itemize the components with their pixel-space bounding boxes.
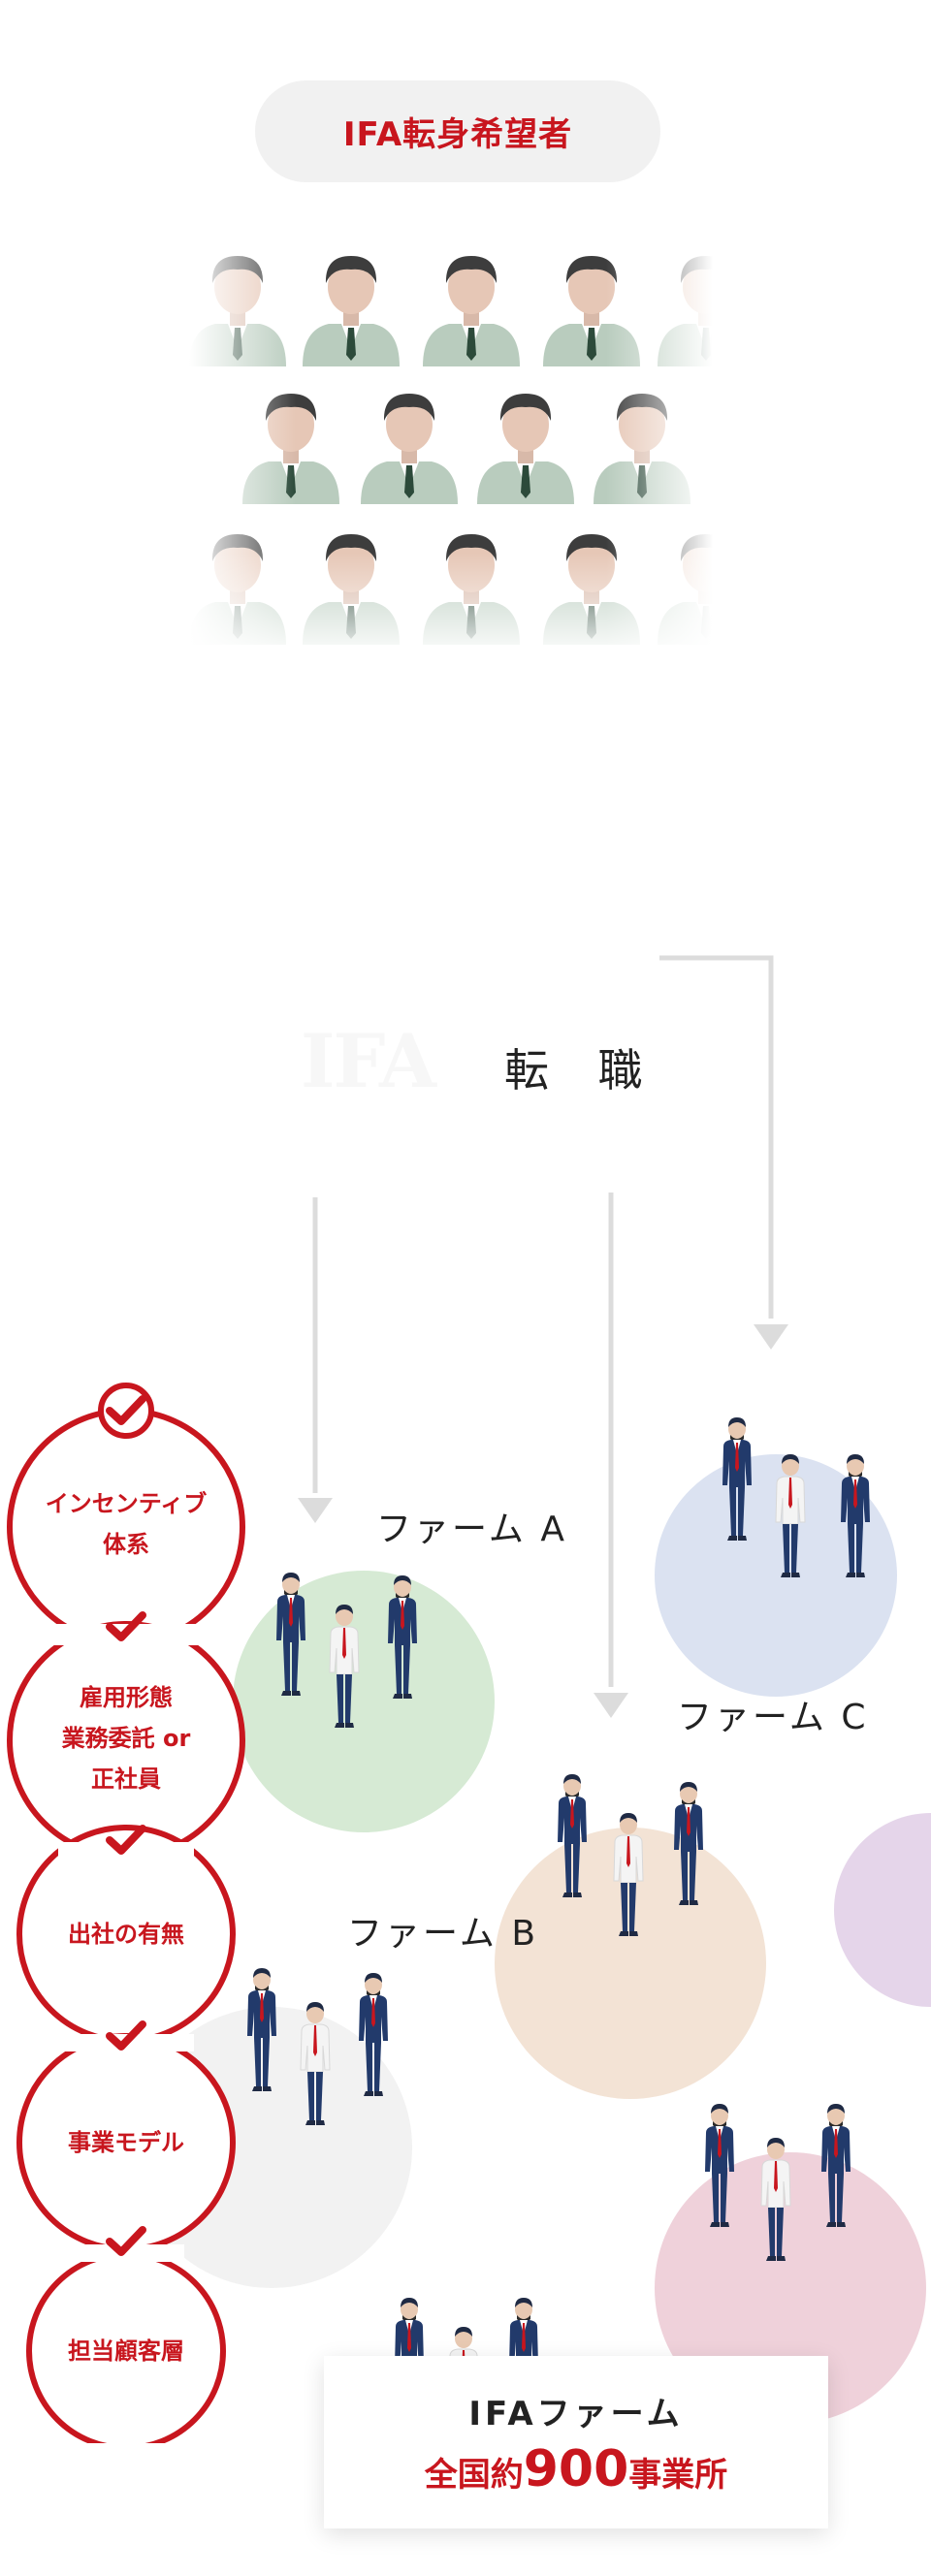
firm-purple-circle	[834, 1813, 931, 2007]
checklist-chain	[7, 1383, 245, 2443]
check-icon	[106, 2020, 146, 2051]
arrow-to-firm-c	[659, 955, 774, 1319]
arrow-down-icon	[298, 1498, 333, 1523]
candidate-crowd	[189, 233, 713, 659]
firm-b-label: ファーム B	[347, 1914, 539, 1954]
check-label-business-model: 事業モデル	[68, 2129, 184, 2156]
firm-b-circle	[495, 1828, 766, 2099]
firm-c-label: ファーム C	[677, 1698, 869, 1737]
pill-label: IFA転身希望者	[342, 115, 573, 154]
arrow-down-icon	[594, 1693, 628, 1718]
check-label-attendance: 出社の有無	[68, 1921, 184, 1948]
firm-a-label: ファーム A	[376, 1510, 567, 1549]
summary-count: 900	[523, 2439, 629, 2498]
firm-a-circle	[233, 1571, 495, 1832]
summary-title: IFAファーム	[468, 2394, 684, 2433]
transfer-label: 転 職	[504, 1044, 660, 1097]
ifa-candidates-pill: IFA転身希望者	[255, 80, 660, 182]
background-logo: IFA	[301, 1018, 436, 1104]
summary-prefix: 全国約	[424, 2455, 524, 2495]
check-icon	[106, 1395, 146, 1425]
check-label-customers: 担当顧客層	[68, 2337, 184, 2365]
check-icon	[106, 1611, 146, 1641]
check-icon	[106, 1825, 146, 1855]
firm-c-circle	[655, 1454, 897, 1697]
check-label-incentive: インセンティブ 体系	[45, 1490, 208, 1558]
arrow-down-icon	[754, 1324, 788, 1350]
summary-box: IFAファーム 全国約900事業所	[324, 2356, 828, 2528]
summary-suffix: 事業所	[628, 2455, 728, 2495]
check-label-employment: 雇用形態 業務委託 or 正社員	[61, 1684, 191, 1793]
check-icon	[106, 2226, 146, 2256]
summary-subtitle: 全国約900事業所	[425, 2440, 728, 2498]
summary-pointer	[548, 2326, 606, 2359]
